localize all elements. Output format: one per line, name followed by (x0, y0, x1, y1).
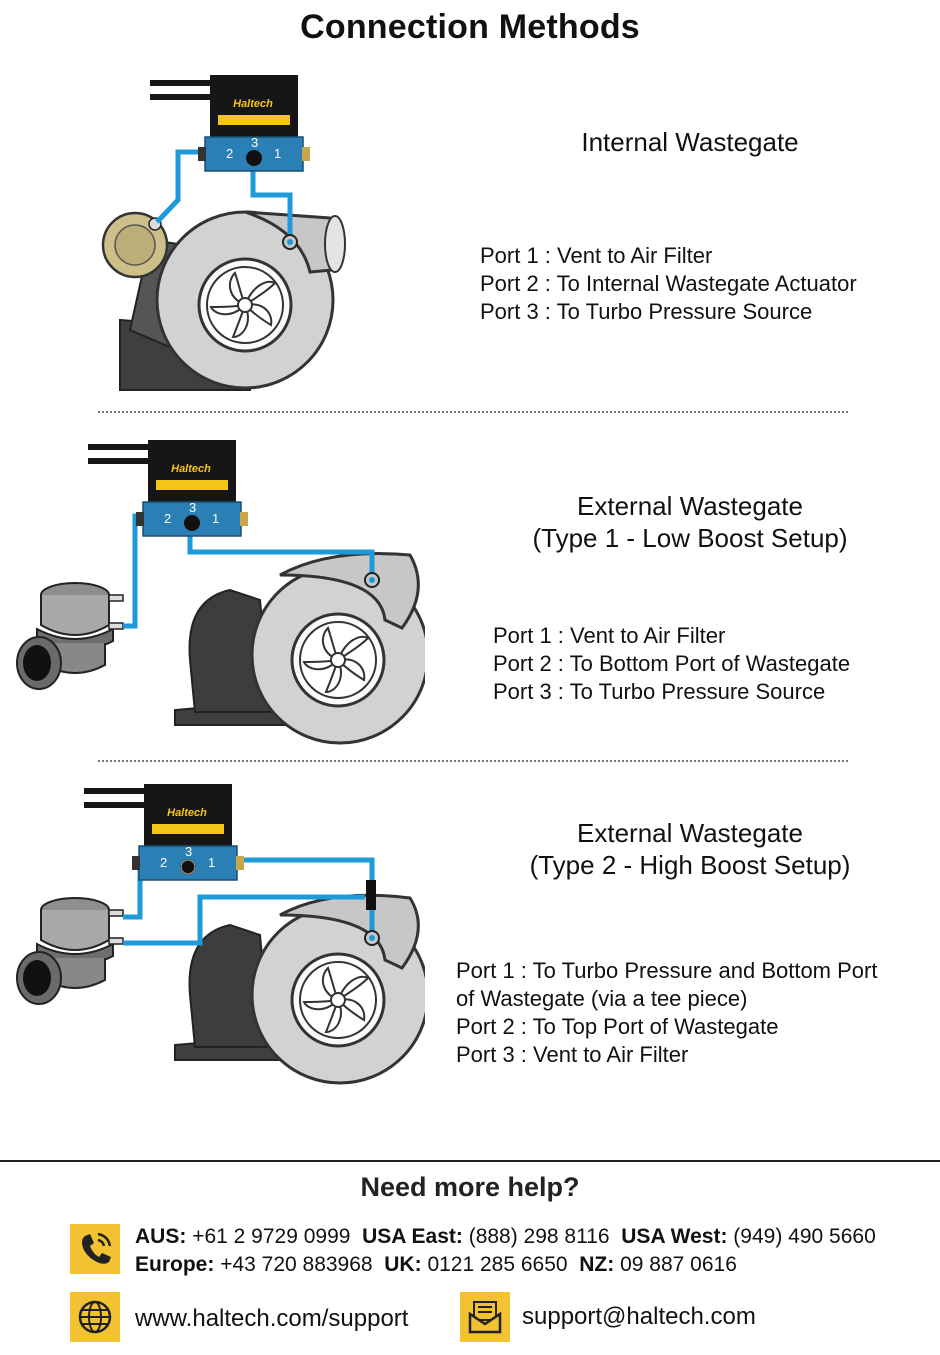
help-panel (0, 1160, 940, 1355)
internal-wastegate-diagram: Haltech 2 3 1 (101, 74, 346, 391)
phone-icon (70, 1224, 120, 1274)
section-2-ports: Port 1 : Vent to Air Filter Port 2 : To … (493, 622, 850, 706)
section-3-ports: Port 1 : To Turbo Pressure and Bottom Po… (456, 957, 877, 1069)
globe-icon (70, 1292, 120, 1342)
port-line: Port 2 : To Top Port of Wastegate (456, 1014, 779, 1039)
phone-number[interactable]: 0121 285 6650 (427, 1253, 568, 1276)
port-line: Port 1 : Vent to Air Filter (493, 623, 726, 648)
section-1-title: Internal Wastegate (581, 127, 799, 157)
external-type1-diagram: Haltech 2 3 1 (16, 439, 425, 745)
phone-number[interactable]: +43 720 883968 (220, 1253, 373, 1276)
port-line: Port 3 : Vent to Air Filter (456, 1042, 689, 1067)
section-2-title: External Wastegate (Type 1 - Low Boost S… (532, 491, 848, 553)
section-divider (98, 760, 848, 762)
phone-line-1: AUS: +61 2 9729 0999 USA East: (888) 298… (135, 1225, 876, 1248)
port-line: Port 1 : Vent to Air Filter (480, 243, 713, 268)
solenoid-brand: Haltech (167, 807, 207, 819)
port-line: Port 2 : To Internal Wastegate Actuator (480, 271, 857, 296)
port-3-label: 3 (189, 500, 196, 515)
external-type2-diagram: Haltech 2 3 1 (16, 783, 425, 1085)
support-website-link[interactable]: www.haltech.com/support (135, 1305, 409, 1332)
port-1-label: 1 (208, 855, 215, 870)
port-2-label: 2 (226, 146, 233, 161)
phone-number[interactable]: (949) 490 5660 (733, 1225, 876, 1248)
port-3-label: 3 (185, 844, 192, 859)
port-line: of Wastegate (via a tee piece) (456, 986, 748, 1011)
solenoid-brand: Haltech (233, 98, 273, 110)
solenoid-brand: Haltech (171, 463, 211, 475)
port-1-label: 1 (274, 146, 281, 161)
port-2-label: 2 (160, 855, 167, 870)
port-3-label: 3 (251, 135, 258, 150)
mail-icon (460, 1292, 510, 1342)
section-3-title: External Wastegate (Type 2 - High Boost … (529, 818, 851, 880)
port-line: Port 3 : To Turbo Pressure Source (493, 679, 826, 704)
phone-number[interactable]: 09 887 0616 (620, 1253, 737, 1276)
support-email-link[interactable]: support@haltech.com (522, 1303, 756, 1330)
page-title: Connection Methods (300, 8, 640, 46)
phone-line-2: Europe: +43 720 883968 UK: 0121 285 6650… (135, 1253, 737, 1276)
port-line: Port 1 : To Turbo Pressure and Bottom Po… (456, 958, 878, 983)
phone-number[interactable]: +61 2 9729 0999 (192, 1225, 351, 1248)
port-1-label: 1 (212, 511, 219, 526)
section-1-ports: Port 1 : Vent to Air Filter Port 2 : To … (480, 242, 857, 326)
help-title: Need more help? (360, 1172, 580, 1202)
section-divider (98, 411, 848, 413)
port-line: Port 2 : To Bottom Port of Wastegate (493, 651, 851, 676)
port-2-label: 2 (164, 511, 171, 526)
port-line: Port 3 : To Turbo Pressure Source (480, 299, 813, 324)
phone-number[interactable]: (888) 298 8116 (468, 1225, 610, 1248)
